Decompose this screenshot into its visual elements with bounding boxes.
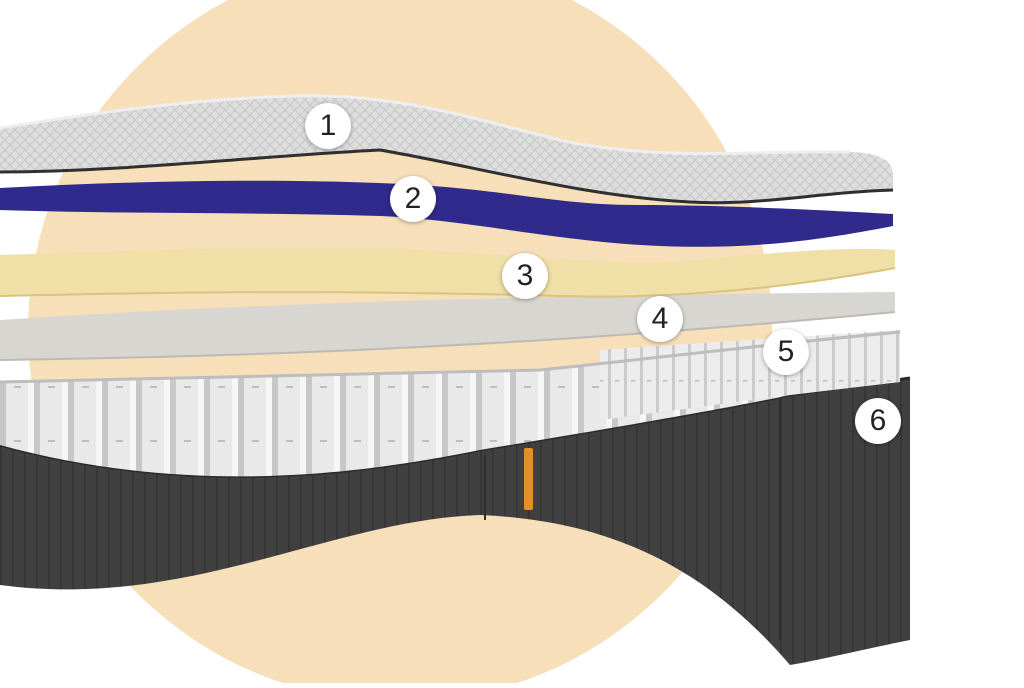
layer-2-badge: 2 xyxy=(390,176,436,222)
pocket-springs-icon xyxy=(0,330,901,477)
layer-1-number: 1 xyxy=(319,109,337,142)
layer-1-badge: 1 xyxy=(305,103,351,149)
layer-6-number: 6 xyxy=(869,404,887,437)
layer-2-number: 2 xyxy=(404,182,422,215)
layer-4-number: 4 xyxy=(651,302,669,335)
knit-cover-icon xyxy=(0,94,894,205)
layer-6-badge: 6 xyxy=(855,398,901,444)
blue-foam-layer-icon xyxy=(0,180,893,247)
brand-tag xyxy=(524,448,533,510)
layer-3-badge: 3 xyxy=(502,253,548,299)
yellow-foam-layer-icon xyxy=(0,247,895,297)
layer-4-badge: 4 xyxy=(637,296,683,342)
layer-5-number: 5 xyxy=(777,335,795,368)
layer-3-number: 3 xyxy=(516,259,534,292)
layer-5-badge: 5 xyxy=(763,329,809,375)
